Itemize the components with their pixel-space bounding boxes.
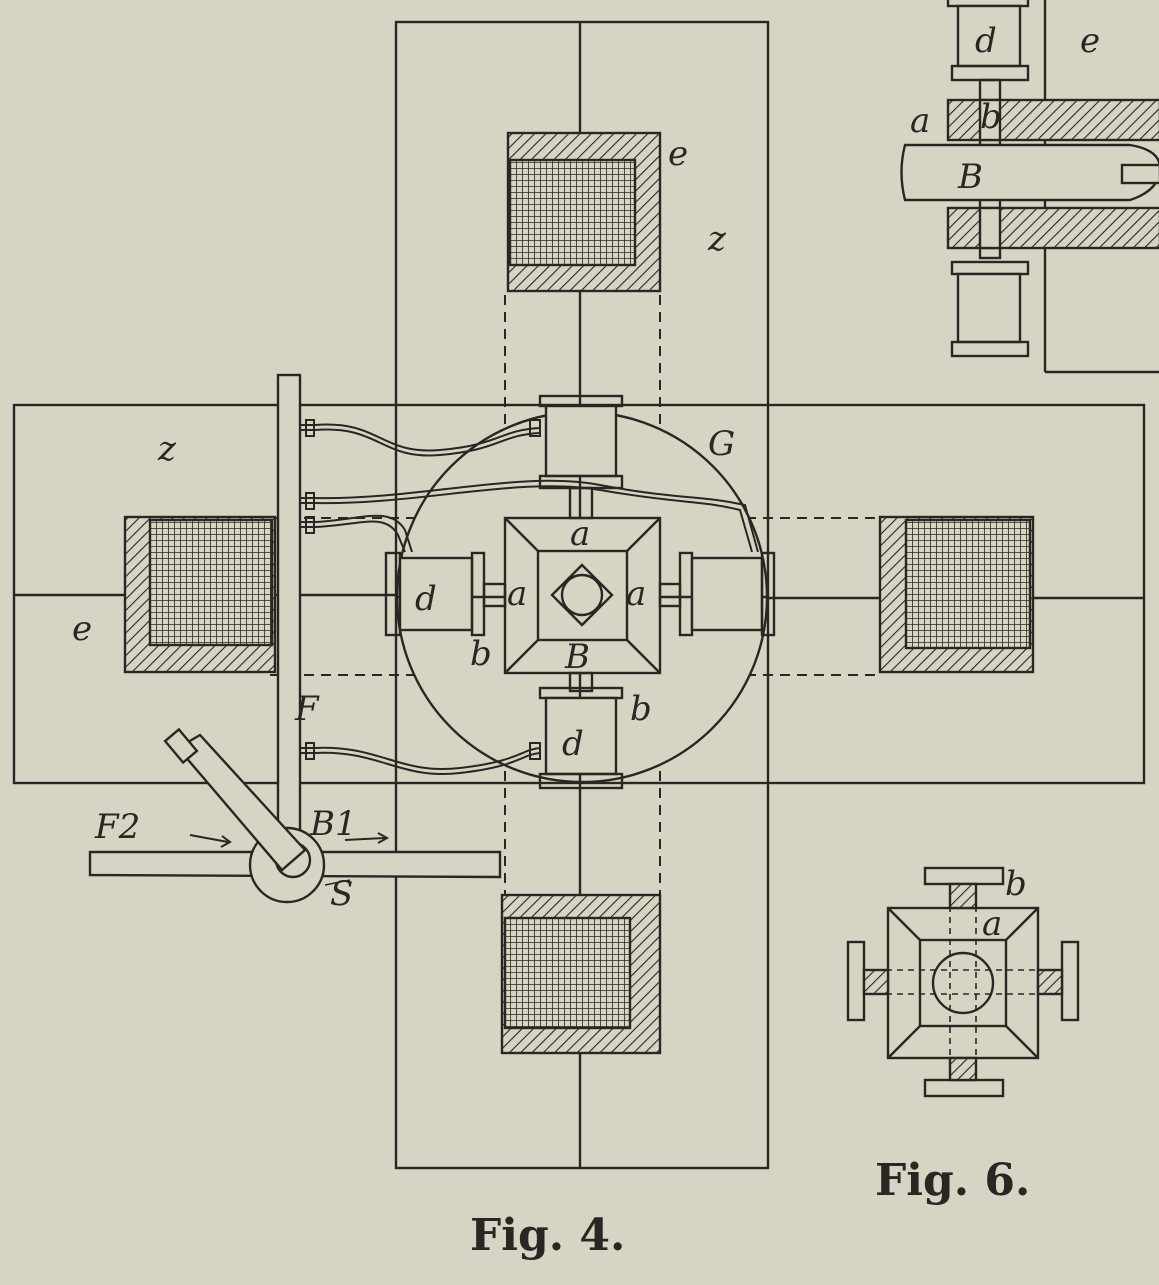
label-f2: F2 (94, 807, 140, 847)
label-z-top: z (707, 219, 727, 259)
caption-fig-4: Fig. 4. (470, 1210, 625, 1261)
frame-post-f (278, 375, 300, 835)
fig5-label-a: a (910, 101, 930, 141)
fig6-label-a: a (982, 904, 1002, 944)
label-b-left: b (470, 634, 492, 674)
label-g: G (708, 424, 735, 464)
fig5-label-b: b (980, 97, 1002, 137)
figure-6 (848, 868, 1078, 1096)
label-b-bottom: b (630, 689, 652, 729)
label-z-left: z (157, 429, 177, 469)
label-f: F (294, 689, 320, 729)
label-e-top: e (668, 134, 688, 174)
coil-top (508, 133, 660, 291)
caption-fig-6: Fig. 6. (875, 1155, 1030, 1206)
label-s: S (330, 874, 353, 914)
coil-right (880, 517, 1033, 672)
label-shaft-b: B (564, 637, 590, 677)
fig5-label-d: d (975, 21, 997, 61)
label-a-right: a (626, 574, 646, 614)
label-b1: B1 (309, 804, 357, 844)
coil-bottom (502, 895, 660, 1053)
fig5-label-e: e (1080, 21, 1100, 61)
label-e-left: e (72, 609, 92, 649)
fig6-label-b: b (1005, 864, 1027, 904)
label-a-top: a (570, 514, 590, 554)
coil-left (125, 517, 275, 672)
label-d-bottom: d (562, 724, 584, 764)
label-d-left: d (415, 579, 437, 619)
fig5-label-shaft: B (957, 157, 983, 197)
label-a-left: a (507, 574, 527, 614)
figure-5-partial (902, 0, 1159, 372)
